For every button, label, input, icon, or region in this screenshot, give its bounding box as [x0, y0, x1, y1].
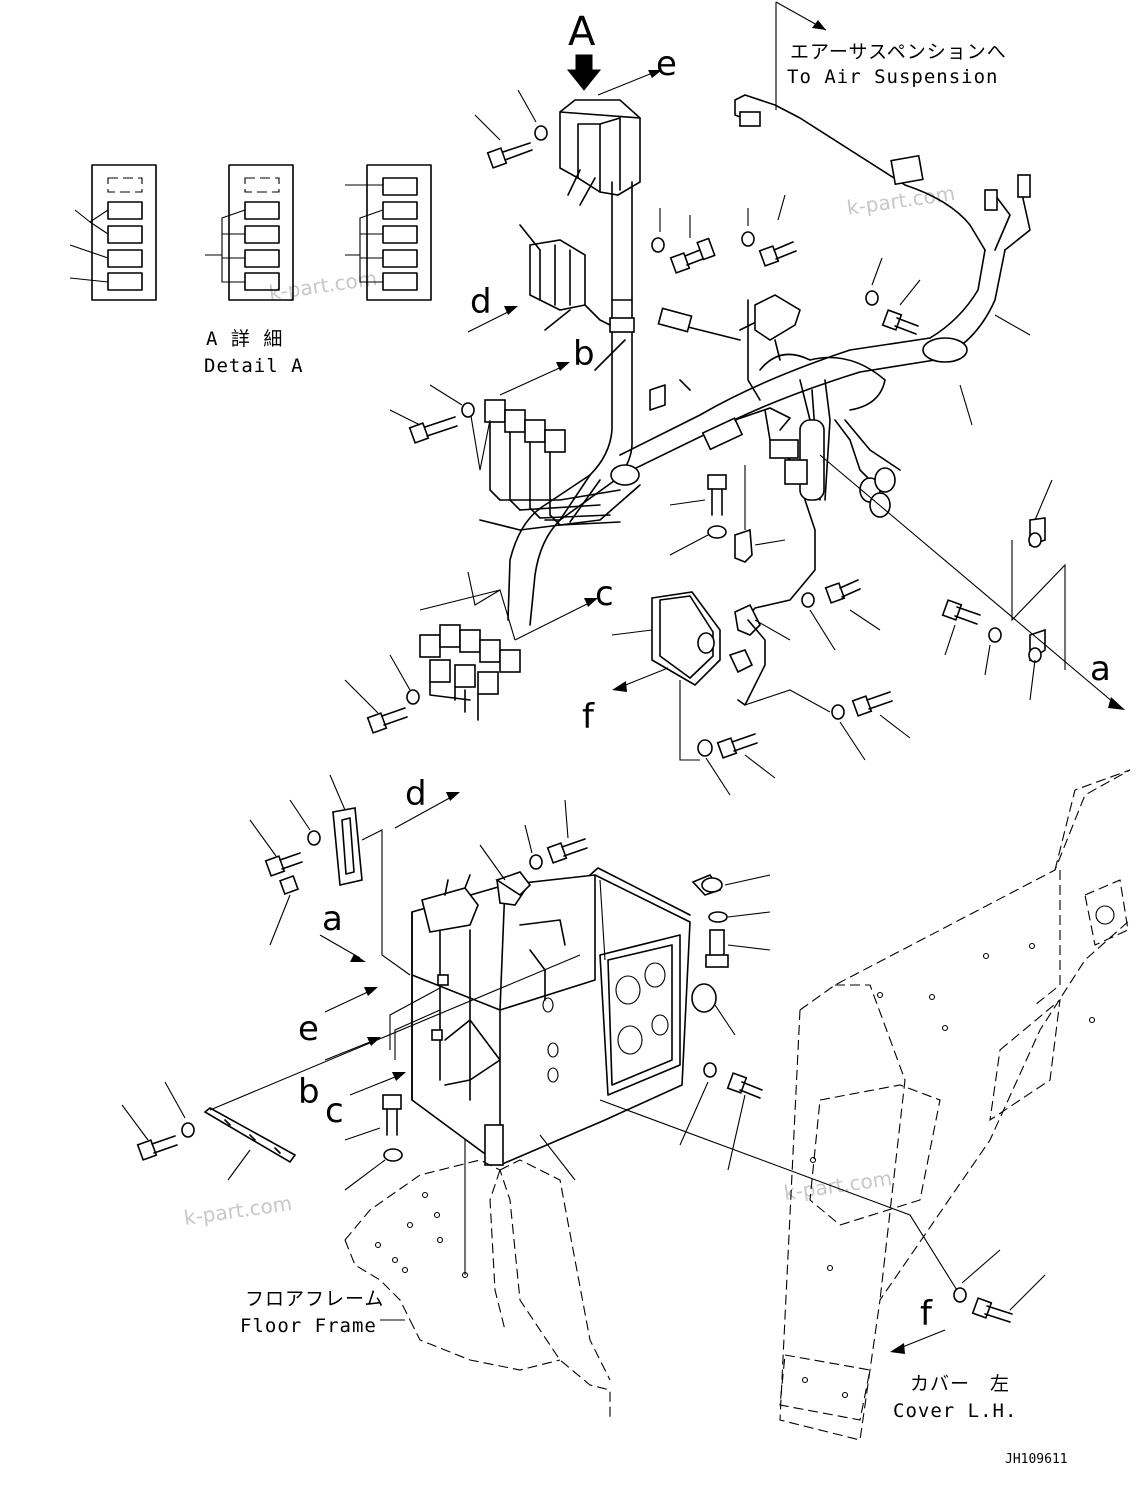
bolt-top-left	[474, 89, 548, 169]
controller-unit	[611, 591, 721, 761]
drawing-code: JH109611	[1005, 1452, 1068, 1467]
bolts-box-top	[479, 799, 588, 897]
watermark-4: k-part.com	[782, 1166, 893, 1205]
detail-a-box-1	[69, 164, 157, 301]
b-arrow-top	[499, 364, 567, 396]
e-arrow-box	[324, 989, 373, 1013]
callout-f-bottom: f	[920, 1294, 933, 1334]
callout-d-bottom: d	[405, 774, 427, 814]
air-suspension-arrowhead	[812, 20, 826, 30]
detail-a-box-3	[345, 164, 432, 301]
main-wire-harness	[479, 94, 1031, 626]
floor-frame-jp: フロアフレーム	[245, 1288, 384, 1310]
a-arrowhead-right	[1108, 697, 1125, 710]
callout-f-top: f	[582, 697, 595, 737]
air-suspension-en: To Air Suspension	[787, 66, 998, 88]
relay-group-mid	[389, 384, 621, 526]
callout-a-box: a	[322, 899, 343, 939]
relay-group-lower	[344, 571, 521, 734]
e-arrow-top	[597, 69, 661, 96]
callout-e-box: e	[298, 1009, 319, 1049]
floor-frame-en: Floor Frame	[240, 1315, 377, 1337]
cover-jp: カバー 左	[910, 1373, 1010, 1395]
callout-d-top: d	[470, 282, 492, 322]
b-arrow-box	[324, 1039, 376, 1061]
watermark-3: k-part.com	[182, 1191, 293, 1230]
bolts-cover	[953, 1249, 1046, 1323]
lower-left-parts	[121, 954, 581, 1191]
top-relay-block	[559, 99, 641, 301]
c-arrow-box	[349, 1074, 401, 1096]
watermark-2: k-part.com	[267, 266, 378, 305]
right-clips	[819, 454, 1121, 709]
view-a-label: A	[568, 9, 596, 55]
callout-e-top: e	[656, 44, 677, 84]
detail-a-jp: A 詳 細	[206, 328, 283, 350]
detail-a-box-2	[205, 164, 294, 301]
callout-b-top: b	[573, 334, 595, 374]
connector-plate	[249, 774, 411, 976]
connector-side	[697, 579, 911, 796]
a-arrow-box	[319, 934, 361, 959]
air-suspension-jp: エアーサスペンションへ	[790, 41, 1007, 63]
floor-frame-outline	[344, 1159, 611, 1420]
cover-lh-outline	[779, 769, 1131, 1441]
bolts-box-right	[599, 874, 771, 1036]
c-arrow-top	[514, 599, 596, 641]
bolt-center	[669, 465, 786, 563]
callout-b-box: b	[298, 1072, 320, 1112]
d-arrow-bottom	[394, 794, 456, 829]
mounting-box	[411, 867, 691, 1166]
detail-a-en: Detail A	[204, 355, 304, 377]
callout-a-right: a	[1090, 649, 1111, 689]
view-a-arrow	[566, 54, 602, 91]
callout-c-top: c	[595, 574, 614, 614]
callout-c-box: c	[325, 1091, 344, 1131]
cover-en: Cover L.H.	[893, 1400, 1017, 1422]
bolts-upper-mid	[651, 194, 1031, 426]
harness-clamps-upper	[519, 224, 635, 371]
